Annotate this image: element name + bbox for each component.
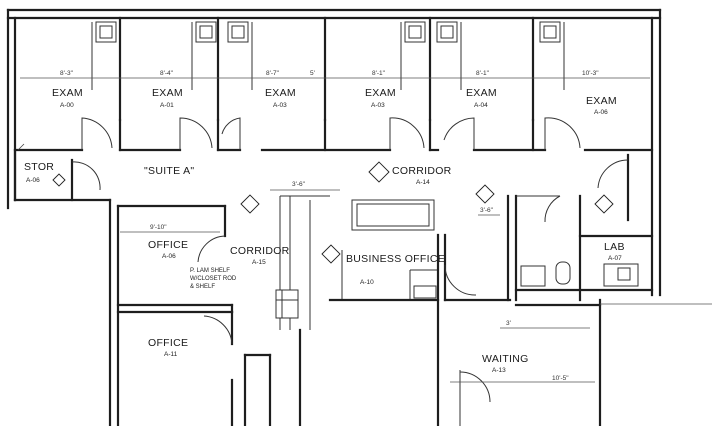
dim-text: 3'-6" [292, 181, 306, 188]
room-number-exam-6: A-06 [594, 109, 608, 116]
dim-text: 3'-6" [480, 207, 494, 214]
dim-text: 8'-4" [160, 70, 174, 77]
room-name-stor: STOR [24, 161, 54, 173]
exam-sinks [91, 21, 565, 90]
stor-room-walls [13, 143, 112, 202]
dim-text: 8'-1" [372, 70, 386, 77]
dim-text: 5' [310, 70, 315, 77]
exam-doors [81, 117, 581, 150]
waiting-walls [443, 298, 712, 426]
room-number-stor: A-06 [26, 177, 40, 184]
room-name-exam-5: EXAM [466, 87, 497, 99]
room-number-exam-2: A-01 [160, 102, 174, 109]
room-name-corridor-1: CORRIDOR [392, 165, 452, 177]
business-office-walls [328, 199, 477, 426]
room-number-office-2: A-11 [164, 351, 178, 358]
room-name-lab: LAB [604, 241, 625, 253]
room-number-exam-3: A-03 [273, 102, 287, 109]
room-name-corridor-2: CORRIDOR [230, 245, 290, 257]
diamond-tags [52, 161, 614, 264]
room-number-business: A-10 [360, 279, 374, 286]
dim-text: 8'-1" [476, 70, 490, 77]
room-name-waiting: WAITING [482, 353, 529, 365]
room-number-waiting: A-13 [492, 367, 506, 374]
dim-text: 8'-7" [266, 70, 280, 77]
lab-area-walls [506, 153, 654, 302]
room-number-lab: A-07 [608, 255, 622, 262]
room-name-business: BUSINESS OFFICE [346, 253, 445, 265]
room-name-suite: "SUITE A" [144, 165, 194, 177]
room-name-exam-2: EXAM [152, 87, 183, 99]
dim-text: 10'-3" [582, 70, 599, 77]
room-number-corridor-2: A-15 [252, 259, 266, 266]
dim-text: 3' [506, 320, 511, 327]
room-number-corridor-1: A-14 [416, 179, 430, 186]
dim-text: 10'-5" [552, 375, 569, 382]
note-shelf: P. LAM SHELF [190, 268, 230, 274]
room-name-office-1: OFFICE [148, 239, 188, 251]
dim-text: 9'-10" [150, 224, 167, 231]
outer-wall-top [6, 8, 662, 297]
room-name-exam-6: EXAM [586, 95, 617, 107]
room-number-office-1: A-06 [162, 253, 176, 260]
room-name-office-2: OFFICE [148, 337, 188, 349]
room-name-exam-4: EXAM [365, 87, 396, 99]
note-closet: W/CLOSET ROD [190, 276, 237, 282]
room-number-exam-4: A-03 [371, 102, 385, 109]
west-rooms [108, 195, 330, 426]
room-name-exam-3: EXAM [265, 87, 296, 99]
room-number-exam-5: A-04 [474, 102, 488, 109]
room-number-exam-1: A-00 [60, 102, 74, 109]
dimension-lines [20, 77, 650, 383]
dim-text: 8'-3" [60, 70, 74, 77]
room-name-exam-1: EXAM [52, 87, 83, 99]
exam-partitions [13, 16, 654, 152]
note-shelf2: & SHELF [190, 284, 215, 290]
